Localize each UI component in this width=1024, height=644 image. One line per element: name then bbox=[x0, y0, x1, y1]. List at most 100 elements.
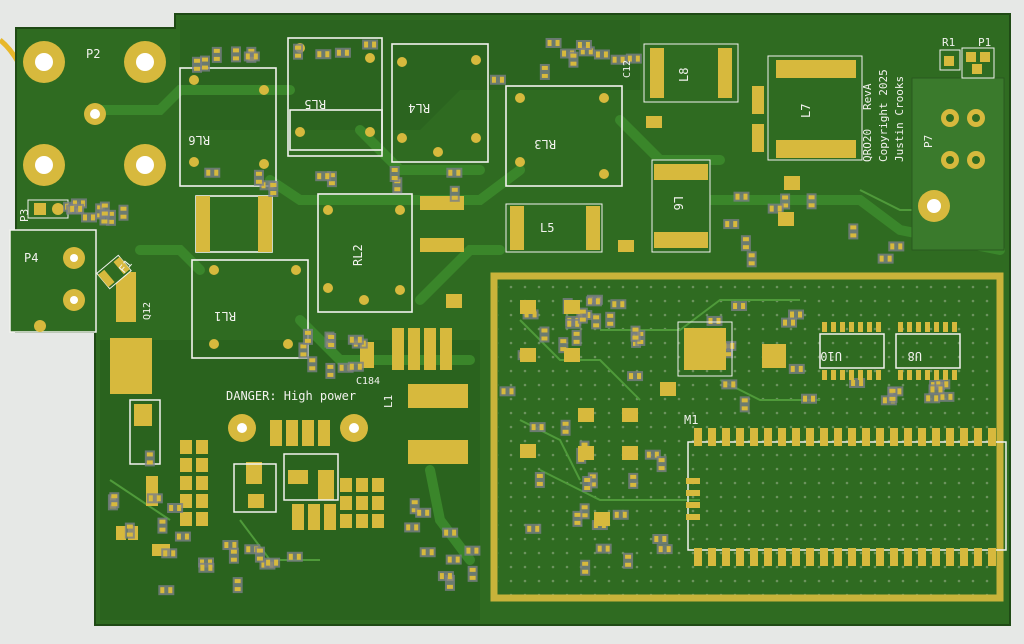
smd-body bbox=[938, 391, 955, 402]
smd-pad bbox=[555, 39, 560, 46]
smd-pad bbox=[741, 406, 748, 411]
smd-body bbox=[627, 371, 644, 382]
smd-pad bbox=[637, 339, 644, 344]
smd-pad bbox=[589, 474, 596, 479]
smd-body bbox=[525, 523, 542, 534]
smd-pad bbox=[822, 370, 827, 380]
smd-body bbox=[259, 180, 276, 191]
smd-pad bbox=[614, 511, 619, 518]
smd-pad bbox=[317, 173, 322, 180]
smd-pad bbox=[344, 49, 349, 56]
smd-pad bbox=[597, 545, 602, 552]
smd-pad bbox=[339, 364, 344, 371]
warning-text: DANGER: High power bbox=[226, 389, 356, 403]
smd-pad bbox=[769, 205, 774, 212]
smd-body bbox=[334, 47, 351, 58]
smd-pad bbox=[411, 508, 418, 513]
smd-pad bbox=[620, 56, 625, 63]
smd-pad bbox=[876, 548, 884, 566]
label-l5: L5 bbox=[540, 221, 554, 235]
smd-body bbox=[464, 545, 481, 556]
smd-pad bbox=[261, 561, 266, 568]
smd-pad bbox=[429, 549, 434, 556]
smd-body bbox=[268, 180, 279, 197]
smd-body bbox=[442, 527, 459, 538]
label-l7: L7 bbox=[799, 104, 813, 118]
inductor-l6 bbox=[651, 159, 711, 253]
smd-pad bbox=[607, 313, 614, 318]
smd-pad bbox=[156, 495, 161, 502]
board-title: QRO20 bbox=[861, 129, 874, 162]
smd-pad bbox=[666, 546, 671, 553]
smd-body bbox=[389, 166, 400, 183]
smd-pad bbox=[716, 317, 721, 324]
smd-pad bbox=[532, 311, 537, 318]
smd-pad bbox=[466, 547, 471, 554]
smd-pad bbox=[879, 255, 884, 262]
smd-pad bbox=[200, 564, 205, 571]
smd-body bbox=[595, 543, 612, 554]
smd-pad bbox=[630, 474, 637, 479]
smd-pad bbox=[539, 424, 544, 431]
smd-pad bbox=[581, 513, 588, 518]
smd-pad bbox=[849, 322, 854, 332]
smd-pad bbox=[451, 187, 458, 192]
label-p3: P3 bbox=[18, 209, 31, 222]
smd-body bbox=[449, 185, 460, 202]
smd-pad bbox=[646, 451, 651, 458]
smd-pad bbox=[743, 193, 748, 200]
smd-pad bbox=[725, 221, 730, 228]
smd-body bbox=[118, 204, 129, 221]
smd-body bbox=[167, 503, 184, 514]
smd-pad bbox=[831, 370, 836, 380]
smd-pad bbox=[328, 343, 335, 348]
smd-pad bbox=[952, 322, 957, 332]
smd-pad bbox=[584, 486, 591, 491]
smd-pad bbox=[372, 41, 377, 48]
smd-body bbox=[534, 471, 545, 488]
smd-body bbox=[656, 456, 667, 473]
smd-pad bbox=[876, 322, 881, 332]
smd-pad bbox=[918, 428, 926, 446]
smd-pad bbox=[907, 322, 912, 332]
smd-body bbox=[565, 318, 582, 329]
smd-pad bbox=[274, 559, 279, 566]
label-p2: P2 bbox=[86, 47, 100, 61]
smd-pad bbox=[946, 428, 954, 446]
smd-pad bbox=[562, 50, 567, 57]
smd-pad bbox=[541, 336, 548, 341]
smd-pad bbox=[491, 76, 496, 83]
high-power-pads bbox=[116, 399, 384, 556]
smd-pad bbox=[741, 303, 746, 310]
smd-body bbox=[409, 498, 420, 515]
smd-body bbox=[558, 337, 569, 354]
smd-pad bbox=[364, 41, 369, 48]
smd-pad bbox=[630, 482, 637, 487]
smd-pad bbox=[783, 319, 788, 326]
smd-pad bbox=[213, 48, 220, 53]
smd-body bbox=[444, 574, 455, 591]
smd-pad bbox=[784, 176, 800, 190]
smd-pad bbox=[266, 559, 271, 566]
smd-pad bbox=[974, 548, 982, 566]
label-rl4: RL4 bbox=[408, 101, 430, 115]
smd-pad bbox=[848, 548, 856, 566]
smd-pad bbox=[564, 348, 580, 362]
smd-body bbox=[467, 565, 478, 582]
smd-body bbox=[244, 544, 261, 555]
smd-pad bbox=[686, 478, 700, 484]
smd-pad bbox=[834, 548, 842, 566]
smd-pad bbox=[72, 200, 77, 207]
smd-pad bbox=[694, 548, 702, 566]
smd-pad bbox=[580, 48, 585, 55]
smd-body bbox=[801, 393, 818, 404]
smd-body bbox=[740, 235, 751, 252]
smd-pad bbox=[748, 261, 755, 266]
label-u10: U10 bbox=[820, 349, 842, 363]
smd-pad bbox=[936, 381, 941, 388]
ic-u8 bbox=[895, 333, 961, 369]
smd-pad bbox=[509, 388, 514, 395]
label-rl6: RL6 bbox=[188, 133, 210, 147]
smd-pad bbox=[527, 525, 532, 532]
smd-pad bbox=[934, 322, 939, 332]
